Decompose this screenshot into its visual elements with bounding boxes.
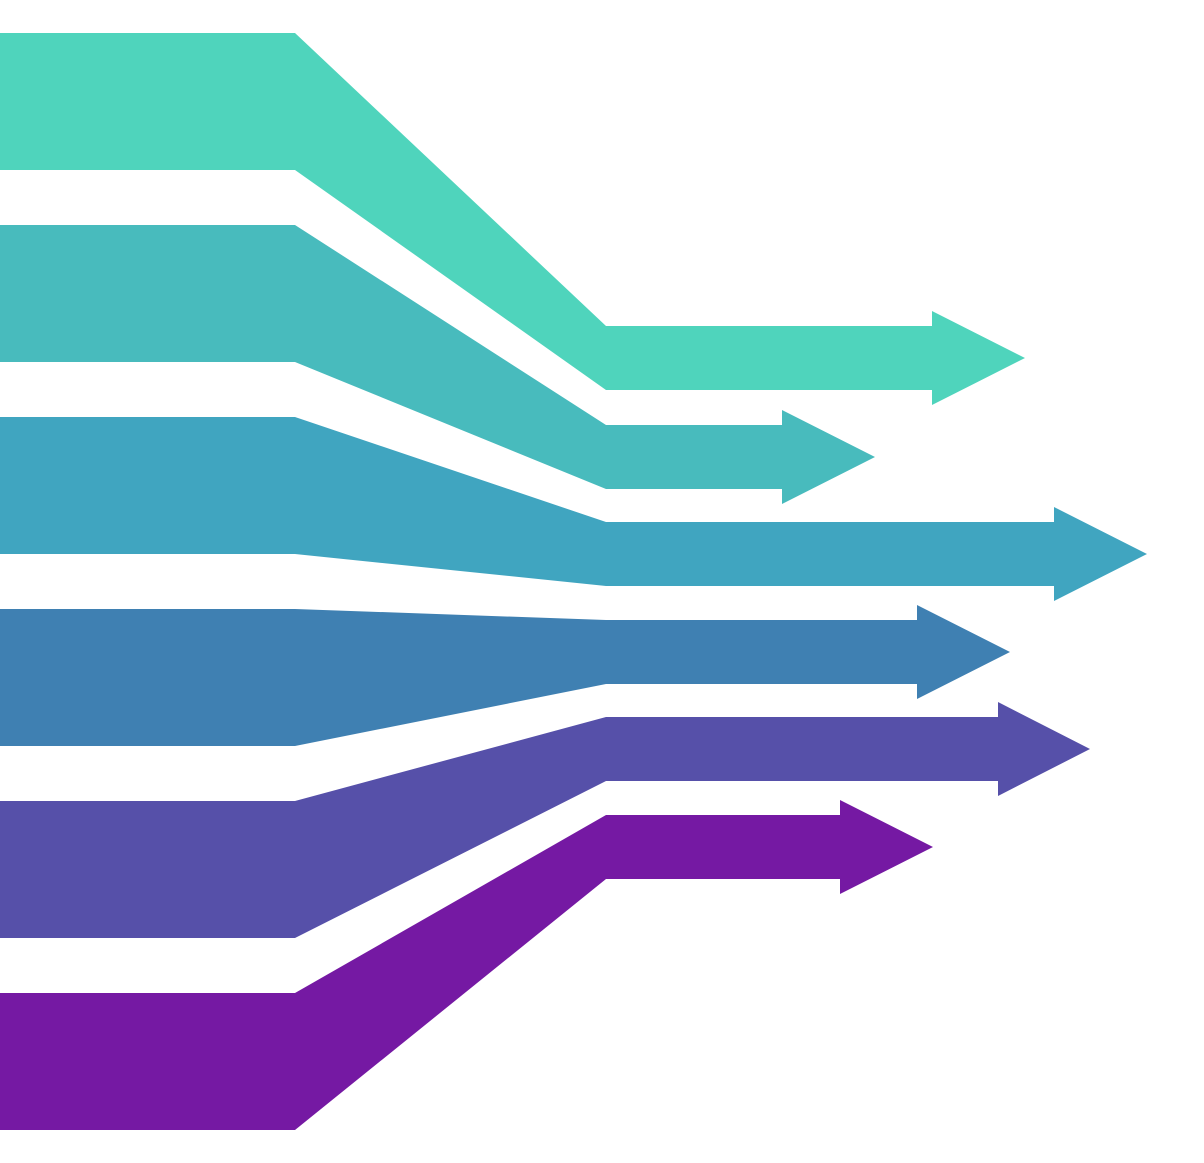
flow-arrow-shape: [0, 702, 1090, 938]
flow-arrow-6: [0, 800, 933, 1130]
flow-arrow-shape: [0, 225, 875, 504]
flow-arrow-shape: [0, 605, 1010, 746]
flow-arrow-1: [0, 33, 1025, 405]
flow-arrow-4: [0, 605, 1010, 746]
flow-arrow-shape: [0, 800, 933, 1130]
flow-arrow-shape: [0, 33, 1025, 405]
flow-arrow-shape: [0, 417, 1147, 601]
flow-arrow-2: [0, 225, 875, 504]
flow-arrow-5: [0, 702, 1090, 938]
flow-arrow-3: [0, 417, 1147, 601]
